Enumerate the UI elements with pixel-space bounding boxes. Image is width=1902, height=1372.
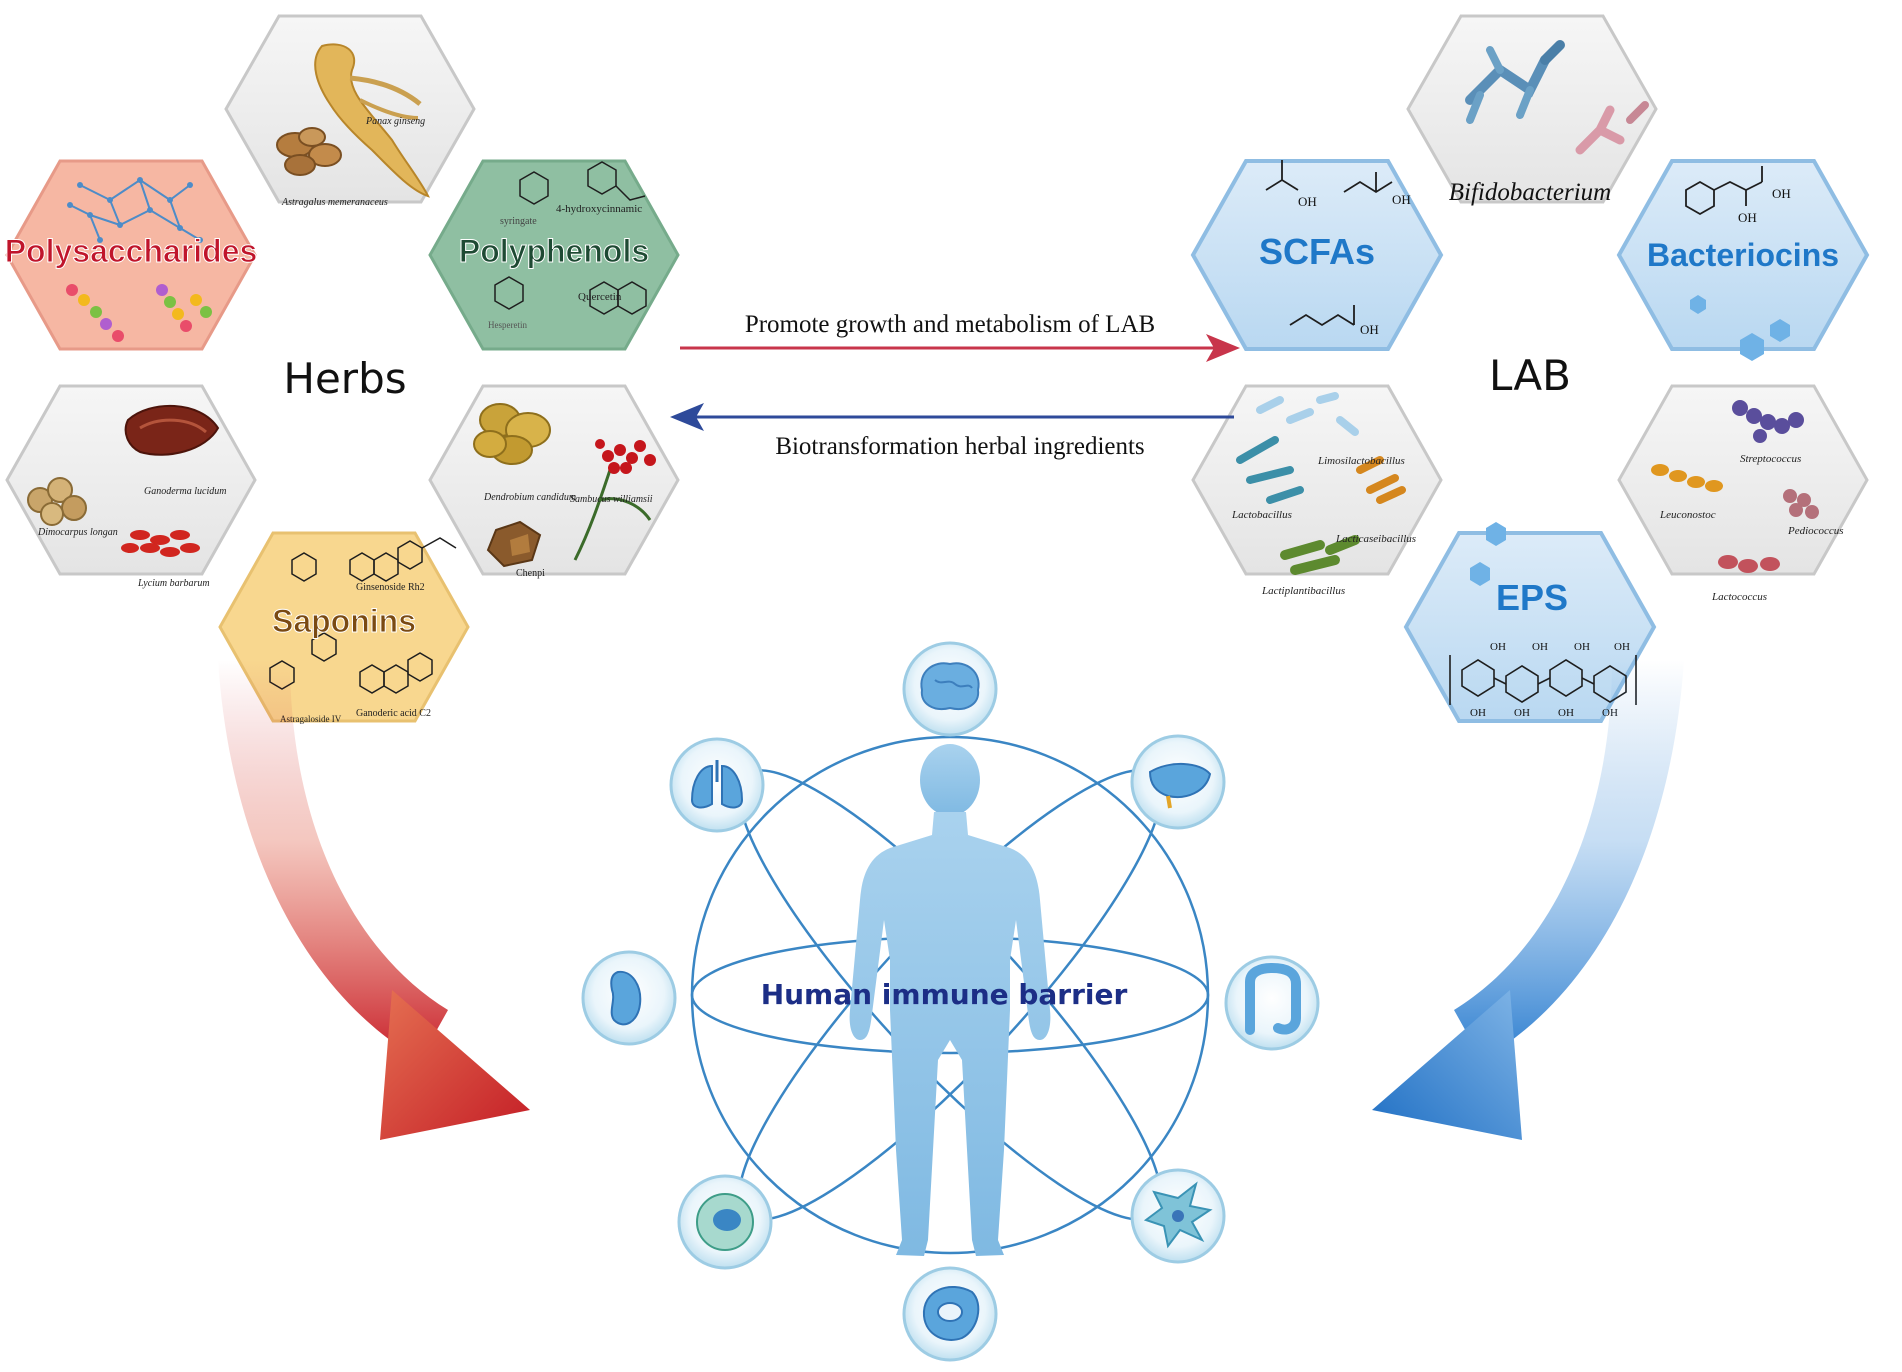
ginseng-root-image [314, 43, 430, 198]
intestine-icon [1224, 955, 1320, 1051]
genus-label: Lactobacillus [1231, 509, 1292, 521]
compound-label: 4-hydroxycinnamic [556, 203, 642, 215]
genus-label: Leuconostoc [1659, 509, 1716, 521]
genus-label: Pediococcus [1787, 525, 1844, 537]
plant-label: Dimocarpus longan [37, 527, 118, 538]
genus-label: Lacticaseibacillus [1335, 533, 1416, 545]
dendritic-cell-icon [1130, 1168, 1226, 1264]
bifidobacterium-label: Bifidobacterium [1449, 179, 1611, 206]
lungs-icon [669, 737, 765, 833]
eps-oh: OH [1490, 641, 1506, 653]
plant-label: Lycium barbarum [137, 578, 210, 589]
goji-berries-image [121, 530, 200, 557]
polyphenols-title: Polyphenols [459, 233, 649, 269]
eps-oh: OH [1558, 707, 1574, 719]
compound-label: syringate [500, 216, 537, 227]
bacteriocin-structure [1685, 166, 1763, 216]
organ-bubbles [581, 641, 1320, 1362]
lab-cluster: Bifidobacterium OH OH OH SCFAs OH OH Ba [1190, 14, 1870, 723]
eps-oh: OH [1614, 641, 1630, 653]
eps-particles [1470, 522, 1506, 586]
forward-arrow-label: Promote growth and metabolism of LAB [745, 311, 1155, 338]
eps-title: EPS [1496, 577, 1568, 618]
scfa-oh: OH [1392, 192, 1411, 207]
chenpi-image [486, 520, 542, 568]
hex-polysaccharides: Polysaccharides [4, 159, 258, 351]
astragalus-slices-image [276, 127, 342, 176]
scfa-oh: OH [1360, 322, 1379, 337]
cocci-image [1651, 400, 1819, 573]
interaction-arrows: Promote growth and metabolism of LAB Bio… [670, 311, 1240, 460]
spleen-icon [581, 950, 677, 1046]
genus-label: Lactiplantibacillus [1261, 585, 1345, 597]
backward-arrow-label: Biotransformation herbal ingredients [775, 433, 1144, 460]
forward-arrow-head [1206, 334, 1240, 362]
scfa-structures [1265, 160, 1393, 327]
hex-lab-genera-right: Streptococcus Leuconostoc Pediococcus La… [1617, 384, 1869, 603]
compound-label: Astragaloside IV [280, 714, 342, 724]
genus-label: Limosilactobacillus [1317, 455, 1405, 467]
plant-label: Sambucus williamsii [570, 494, 653, 505]
compound-label: Hesperetin [488, 320, 527, 330]
hex-herbs-right: Dendrobium candidum Sambucus williamsii … [428, 384, 680, 579]
human-silhouette [849, 744, 1051, 1256]
sugar-chain-beads [66, 284, 212, 342]
backward-arrow-head [670, 403, 704, 431]
lab-rods-image [1236, 392, 1406, 575]
bifidobacterium-image [1465, 40, 1649, 155]
bacteriocin-oh: OH [1738, 210, 1757, 225]
scfas-title: SCFAs [1259, 231, 1375, 272]
immune-barrier-label: Human immune barrier [761, 978, 1128, 1011]
hex-ginseng: Panax ginseng Astragalus memeranaceus [224, 14, 476, 208]
compound-label: Ganoderic acid C2 [356, 708, 431, 719]
eps-oh: OH [1514, 707, 1530, 719]
phenol-structures [494, 161, 647, 315]
saponins-title: Saponins [272, 603, 416, 639]
hex-lab-genera-left: Limosilactobacillus Lactobacillus Lactic… [1191, 384, 1443, 597]
plant-label: Ganoderma lucidum [144, 486, 227, 497]
brain-icon [902, 641, 998, 737]
dendrobium-image [473, 403, 551, 465]
hex-bacteriocins: OH OH Bacteriocins [1616, 159, 1870, 361]
longan-image [27, 477, 87, 526]
lab-center-label: LAB [1489, 351, 1571, 400]
hex-eps: EPS OH OH OH OH OH OH OH OH [1403, 522, 1657, 723]
ganoderma-image [124, 404, 220, 456]
genus-label: Lactococcus [1711, 591, 1767, 603]
genus-label: Streptococcus [1740, 453, 1801, 465]
eps-oh: OH [1574, 641, 1590, 653]
liver-icon [1130, 734, 1226, 830]
scfa-oh: OH [1298, 194, 1317, 209]
bacteriocins-title: Bacteriocins [1647, 237, 1839, 273]
herbs-center-label: Herbs [283, 354, 406, 403]
hex-herbs-left: Ganoderma lucidum Dimocarpus longan Lyci… [5, 384, 257, 589]
herbs-to-immune-arrow [218, 660, 530, 1140]
plant-label: Chenpi [516, 568, 545, 579]
plant-label: Panax ginseng [365, 116, 425, 127]
hex-scfas: OH OH OH SCFAs [1190, 159, 1444, 351]
lab-to-immune-arrow [1372, 660, 1684, 1140]
eps-oh: OH [1532, 641, 1548, 653]
sambucus-image [573, 439, 656, 561]
plant-label: Astragalus memeranaceus [281, 197, 388, 208]
peptide-particles [1690, 295, 1790, 361]
polysaccharides-title: Polysaccharides [5, 233, 258, 269]
hex-polyphenols: Polyphenols syringate 4-hydroxycinnamic … [428, 159, 680, 351]
hex-bifidobacterium: Bifidobacterium [1406, 14, 1658, 206]
plant-label: Dendrobium candidum [483, 492, 576, 503]
compound-label: Quercetin [578, 291, 622, 303]
eps-oh: OH [1470, 707, 1486, 719]
herbs-cluster: Panax ginseng Astragalus memeranaceus Po… [4, 14, 680, 724]
macrophage-icon [902, 1266, 998, 1362]
compound-label: Ginsenoside Rh2 [356, 582, 425, 593]
bacteriocin-oh: OH [1772, 186, 1791, 201]
immune-cell-icon [677, 1174, 773, 1270]
